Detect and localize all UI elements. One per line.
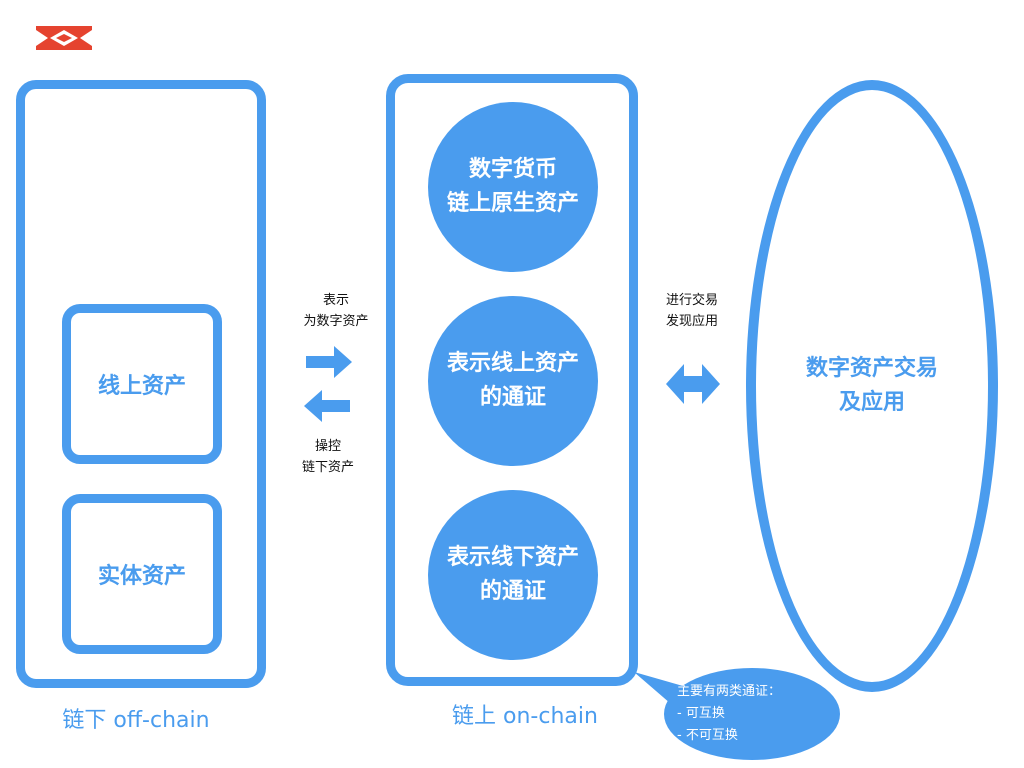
native-asset-line2: 链上原生资产	[446, 191, 579, 216]
online-token-line2: 的通证	[479, 385, 546, 410]
native-asset-line1: 数字货币	[468, 157, 557, 182]
brand-logo-icon	[36, 26, 92, 50]
online-token-circle: 表示线上资产 的通证	[428, 296, 598, 466]
apps-label-line2: 及应用	[838, 390, 905, 415]
apps-label: 数字资产交易 及应用	[756, 352, 988, 420]
double-arrow-icon	[666, 364, 720, 404]
online-asset-box: 线上资产	[62, 304, 222, 464]
note-line2: - 可互换	[677, 706, 725, 721]
trade-label-line1: 进行交易	[665, 293, 718, 308]
represent-label-line1: 表示	[322, 293, 349, 308]
online-token-line1: 表示线上资产	[446, 351, 579, 376]
onchain-caption: 链上 on-chain	[452, 704, 598, 729]
represent-label-line2: 为数字资产	[303, 314, 369, 329]
control-label-line2: 链下资产	[301, 460, 354, 475]
physical-asset-box: 实体资产	[62, 494, 222, 654]
note-line1: 主要有两类通证：	[677, 684, 782, 699]
swap-arrows-icon	[304, 346, 352, 422]
trade-label-line2: 发现应用	[665, 314, 718, 329]
offline-token-line2: 的通证	[479, 579, 546, 604]
apps-label-line1: 数字资产交易	[805, 356, 938, 381]
represent-label: 表示 为数字资产	[284, 290, 388, 332]
note-line3: - 不可互换	[677, 728, 738, 743]
offline-token-line1: 表示线下资产	[446, 545, 579, 570]
note-bubble	[634, 668, 840, 760]
trade-label: 进行交易 发现应用	[640, 290, 744, 332]
apps-ellipse: 数字资产交易 及应用	[746, 80, 998, 692]
control-label: 操控 链下资产	[276, 436, 380, 478]
note-text: 主要有两类通证： - 可互换 - 不可互换	[677, 681, 781, 747]
control-label-line1: 操控	[314, 439, 341, 454]
physical-asset-label: 实体资产	[97, 564, 186, 589]
online-asset-label: 线上资产	[97, 374, 186, 399]
native-asset-circle: 数字货币 链上原生资产	[428, 102, 598, 272]
offline-token-circle: 表示线下资产 的通证	[428, 490, 598, 660]
offchain-caption: 链下 off-chain	[62, 708, 210, 733]
